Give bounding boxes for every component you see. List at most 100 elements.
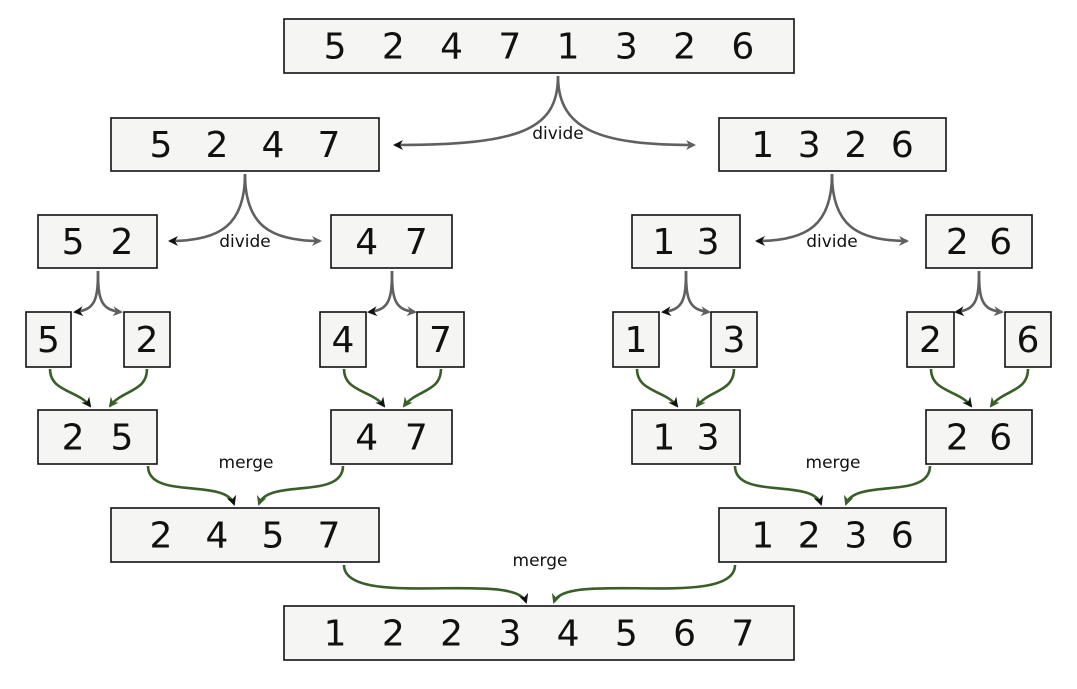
divide-label-top: divide [532,124,584,144]
divide-arrow-left-to-ll [168,173,247,246]
array-value: 2 [382,27,405,68]
node-leaf-5: 1 [612,311,660,368]
array-value: 7 [429,320,452,361]
divide-arrow-ll-split-left [73,270,100,317]
node-box [925,409,1033,465]
array-value: 7 [318,125,341,166]
array-value: 5 [262,516,285,557]
node-box [631,409,741,465]
node-box [110,507,380,563]
merge-arrow-leaf5-to-rl [635,368,679,408]
divide-arrow-left-to-lr [243,173,322,246]
node-box [631,214,741,269]
arrow-labels: divide divide divide merge merge merge [219,124,861,571]
merge-arrow-lr-to-left [256,465,345,506]
array-value: 4 [440,27,463,68]
node-box [25,311,72,368]
node-leaf-1: 5 [25,311,72,368]
divide-arrow-lr-split-right [390,270,417,317]
array-value: 3 [723,320,746,361]
array-value: 3 [697,222,720,263]
array-value: 7 [405,418,428,459]
array-value: 6 [891,125,914,166]
array-value: 3 [615,27,638,68]
node-box [283,605,795,661]
array-value: 6 [989,222,1012,263]
merge-arrow-left-to-result [342,564,529,604]
array-value: 6 [891,516,914,557]
divide-arrow-lr-split-left [367,270,394,317]
node-leaf-8: 6 [1004,311,1052,368]
array-value: 1 [557,27,580,68]
array-value: 6 [989,418,1012,459]
node-box [925,214,1033,269]
array-value: 3 [498,614,521,655]
array-value: 4 [355,222,378,263]
merge-arrow-leaf3-to-lr [342,368,386,408]
array-value: 2 [440,614,463,655]
merge-label-left: merge [219,453,274,473]
array-value: 4 [557,614,580,655]
array-value: 1 [625,320,648,361]
node-box [906,311,955,368]
array-value: 1 [751,516,774,557]
node-leaf-4: 7 [416,311,465,368]
node-box [37,409,158,465]
array-value: 5 [37,320,60,361]
merge-arrow-leaf8-to-rr [989,368,1030,408]
array-value: 1 [652,418,675,459]
array-value: 5 [150,125,173,166]
node-leaf-2: 2 [123,311,171,368]
array-value: 2 [62,418,85,459]
array-value: 2 [673,27,696,68]
merge-arrow-leaf1-to-ll [48,368,92,408]
merge-arrow-ll-to-left [146,465,237,506]
node-box [37,214,158,269]
array-value: 2 [110,222,133,263]
node-box [710,311,758,368]
array-value: 2 [136,320,159,361]
array-value: 7 [498,27,521,68]
array-value: 2 [946,418,969,459]
divide-arrow-rr-split-right [977,270,1004,317]
merge-arrow-rr-to-right [843,465,932,506]
merge-arrow-right-to-result [551,564,737,604]
array-value: 7 [318,516,341,557]
node-box [416,311,465,368]
divide-arrow-root-to-left [393,75,560,150]
divide-arrow-rl-split-right [684,270,711,317]
array-value: 3 [844,516,867,557]
merge-arrow-leaf7-to-rr [929,368,973,408]
array-value: 3 [697,418,720,459]
divide-label-left: divide [219,232,271,252]
node-box [1004,311,1052,368]
array-value: 1 [652,222,675,263]
array-value: 5 [62,222,85,263]
node-box [319,311,367,368]
array-value: 2 [946,222,969,263]
array-value: 2 [206,125,229,166]
array-value: 1 [751,125,774,166]
array-value: 4 [332,320,355,361]
merge-label-bottom: merge [513,551,568,571]
merge-arrow-leaf2-to-ll [108,368,149,408]
array-value: 5 [615,614,638,655]
node-box [718,507,947,563]
divide-arrows [73,75,1004,317]
node-leaf-3: 4 [319,311,367,368]
node-box [330,409,453,465]
divide-arrow-rl-split-left [661,270,688,317]
array-value: 4 [206,516,229,557]
merge-arrow-leaf6-to-rl [695,368,736,408]
node-box [330,214,453,269]
